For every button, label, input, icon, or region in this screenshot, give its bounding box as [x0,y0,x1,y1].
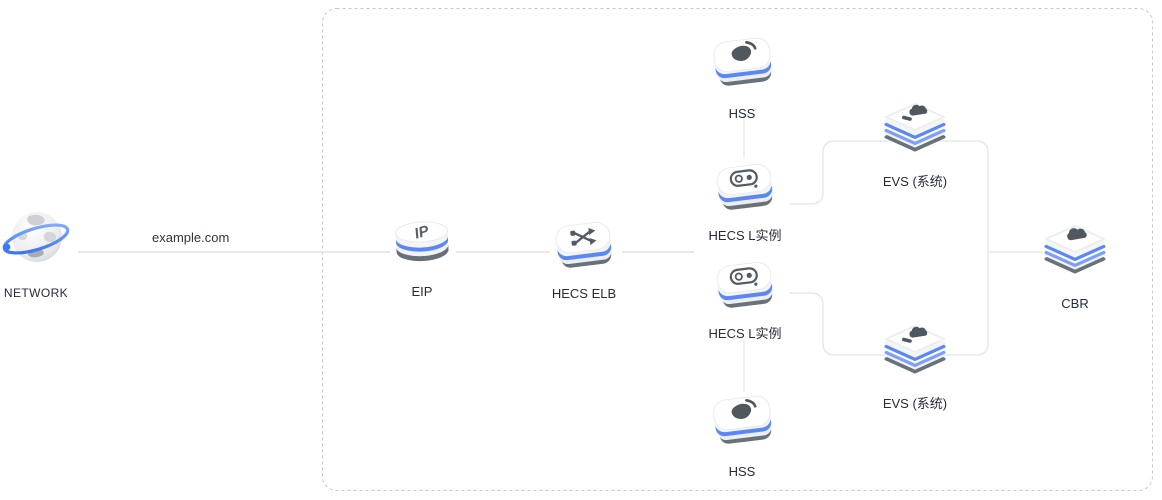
node-elb-label: HECS ELB [551,286,617,301]
node-hss-top-label: HSS [728,106,756,121]
node-network-label: NETWORK [3,286,69,300]
ip-cylinder-icon: IP [386,210,458,279]
backup-icon [1036,220,1114,291]
server-instance-icon [705,256,785,321]
node-eip: IP EIP [352,210,492,299]
node-hecs-instance-1: HECS L实例 [675,158,815,243]
node-eip-label: EIP [411,284,433,299]
node-hecs-instance-2-label: HECS L实例 [708,326,782,341]
node-network: NETWORK [0,202,106,301]
disk-icon [876,320,954,391]
node-elb: HECS ELB [514,216,654,301]
node-hss-bottom: HSS [672,392,812,479]
node-cbr-label: CBR [1061,296,1089,311]
line-instance1-evs-top [789,140,989,252]
globe-icon [0,202,73,281]
vpc-dashed-region [322,8,1153,491]
node-hecs-instance-2: HECS L实例 [675,256,815,341]
server-instance-icon [705,158,785,223]
node-evs-top-label: EVS (系统) [882,174,948,189]
svg-text:IP: IP [413,222,432,243]
node-hecs-instance-1-label: HECS L实例 [708,228,782,243]
disk-icon [876,98,954,169]
node-evs-top: EVS (系统) [845,98,985,189]
line-instance2-evs-bottom [789,252,989,356]
load-balancer-icon [545,216,623,281]
node-evs-bottom-label: EVS (系统) [882,396,948,411]
node-cbr: CBR [1005,220,1145,311]
node-evs-bottom: EVS (系统) [845,320,985,411]
node-hss-top: HSS [672,34,812,121]
host-security-icon [705,392,779,459]
connection-domain-label: example.com [152,230,230,245]
node-hss-bottom-label: HSS [728,464,756,479]
host-security-icon [705,34,779,101]
